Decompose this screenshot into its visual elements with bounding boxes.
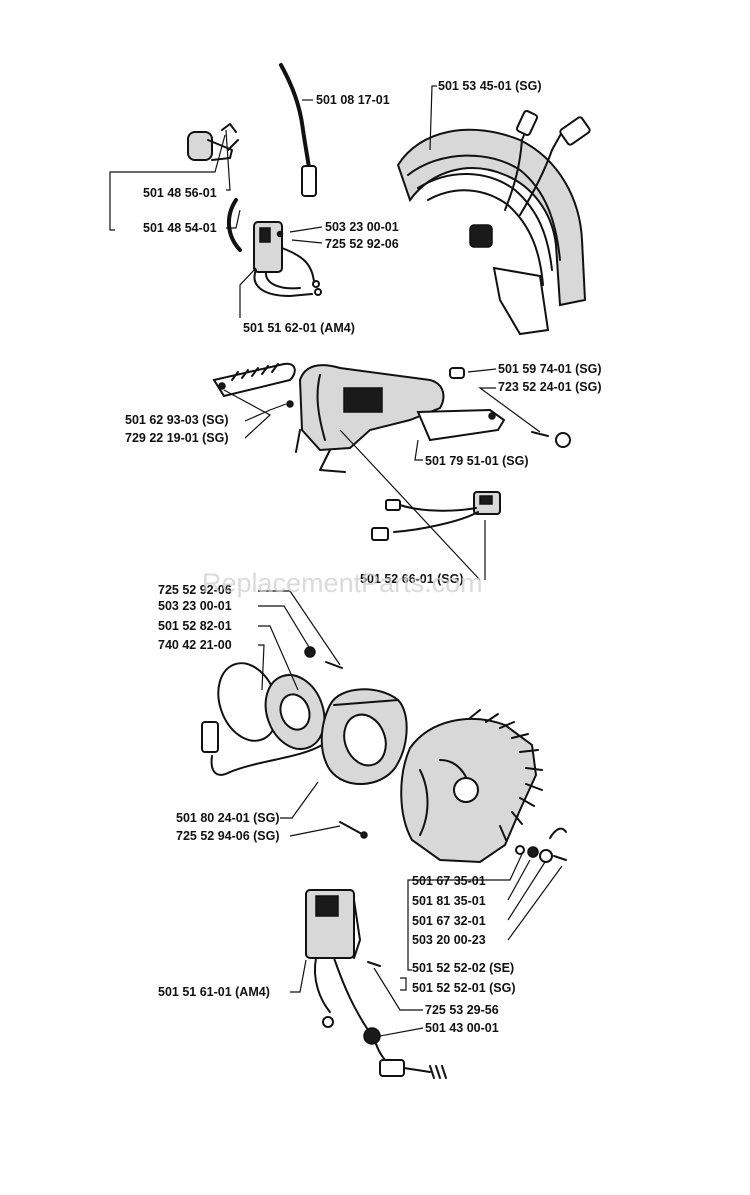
callout-a3: 501 48 56-01 bbox=[143, 186, 217, 200]
callout-d2: 725 53 29-56 bbox=[425, 1003, 499, 1017]
leader-lines bbox=[109, 85, 563, 1037]
callout-d3: 501 43 00-01 bbox=[425, 1021, 499, 1035]
callout-c1: 725 52 92-06 bbox=[158, 583, 232, 597]
callout-a1: 501 53 45-01 (SG) bbox=[438, 79, 542, 93]
callout-c12: 501 52 52-01 (SG) bbox=[412, 981, 516, 995]
pulley-part bbox=[264, 646, 343, 750]
watermark-text: ReplacementParts.com bbox=[202, 568, 483, 598]
callout-labels: 501 53 45-01 (SG) 501 08 17-01 501 48 56… bbox=[125, 79, 602, 1035]
callout-a7: 501 51 62-01 (AM4) bbox=[243, 321, 355, 335]
callout-b2: 723 52 24-01 (SG) bbox=[498, 380, 602, 394]
callout-b3: 501 62 93-03 (SG) bbox=[125, 413, 229, 427]
coil-ring-part bbox=[201, 688, 408, 785]
callout-a6: 725 52 92-06 bbox=[325, 237, 399, 251]
callout-a2: 501 08 17-01 bbox=[316, 93, 390, 107]
callout-a5: 503 23 00-01 bbox=[325, 220, 399, 234]
heated-handle-part bbox=[396, 110, 591, 336]
spark-plug-cap-part bbox=[187, 123, 239, 161]
callout-c9: 501 67 32-01 bbox=[412, 914, 486, 928]
callout-c4: 740 42 21-00 bbox=[158, 638, 232, 652]
callout-b6: 501 52 66-01 (SG) bbox=[360, 572, 464, 586]
screw-washer-part bbox=[449, 367, 571, 448]
handle-housing-part bbox=[295, 364, 445, 473]
switch-unit-part bbox=[227, 198, 322, 297]
callout-b5: 501 79 51-01 (SG) bbox=[425, 454, 529, 468]
heater-switch-part bbox=[371, 491, 501, 541]
callout-d1: 501 51 61-01 (AM4) bbox=[158, 985, 270, 999]
callout-c8: 501 81 35-01 bbox=[412, 894, 486, 908]
ignition-lead-part bbox=[279, 63, 317, 197]
callout-c3: 501 52 82-01 bbox=[158, 619, 232, 633]
callout-c2: 503 23 00-01 bbox=[158, 599, 232, 613]
callout-b1: 501 59 74-01 (SG) bbox=[498, 362, 602, 376]
callout-c11: 501 52 52-02 (SE) bbox=[412, 961, 514, 975]
guide-plate-part bbox=[212, 362, 296, 408]
ignition-module-part bbox=[305, 889, 447, 1079]
callout-b4: 729 22 19-01 (SG) bbox=[125, 431, 229, 445]
callout-c5: 501 80 24-01 (SG) bbox=[176, 811, 280, 825]
screw-part bbox=[339, 821, 368, 839]
callout-c6: 725 52 94-06 (SG) bbox=[176, 829, 280, 843]
flywheel-nut-part bbox=[515, 827, 567, 863]
flywheel-part bbox=[400, 709, 543, 864]
trigger-plate-part bbox=[416, 408, 506, 442]
callout-c7: 501 67 35-01 bbox=[412, 874, 486, 888]
callout-c10: 503 20 00-23 bbox=[412, 933, 486, 947]
callout-a4: 501 48 54-01 bbox=[143, 221, 217, 235]
